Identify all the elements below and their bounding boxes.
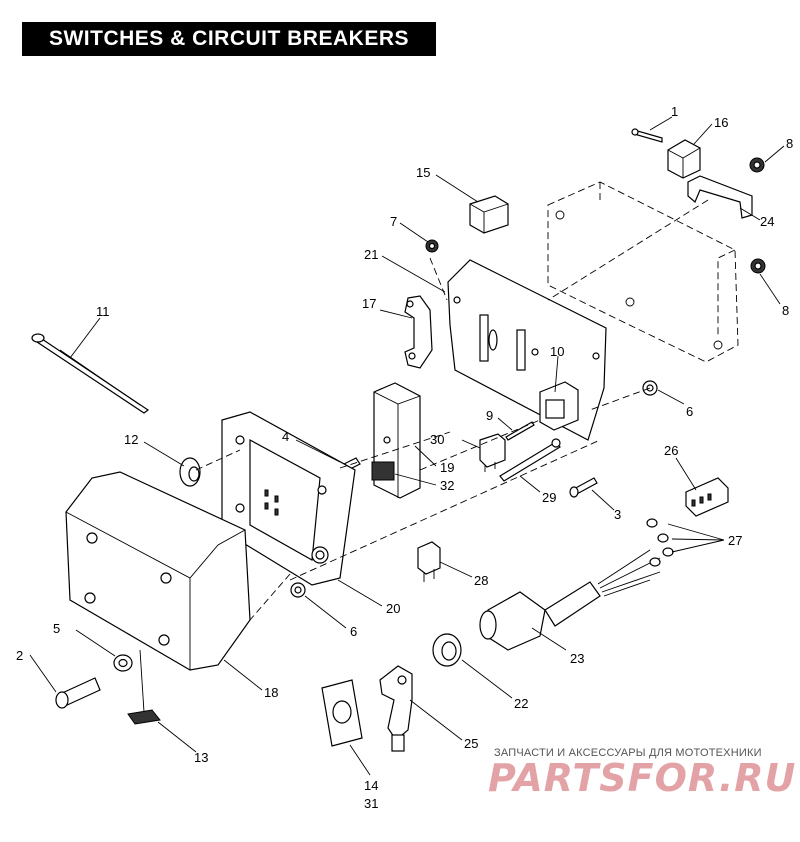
cover-18: [65, 471, 251, 671]
nut-6-bottom: [290, 582, 306, 598]
callout-28: 28: [474, 573, 488, 588]
callout-23: 23: [570, 651, 584, 666]
nut-22: [432, 633, 462, 667]
gasket-14: [321, 679, 363, 747]
bracket-17: [404, 295, 433, 369]
watermark-tagline: ЗАПЧАСТИ И АКСЕССУАРЫ ДЛЯ МОТОТЕХНИКИ: [494, 747, 762, 759]
callout-8-right: 8: [782, 303, 789, 318]
callout-13: 13: [194, 750, 208, 765]
watermark-logo: PARTSFOR.RU: [488, 756, 797, 800]
clip-16: [667, 139, 701, 179]
screw-2: [55, 677, 101, 709]
callout-29: 29: [542, 490, 556, 505]
callout-14: 14: [364, 778, 378, 793]
connector-26: [685, 477, 729, 517]
nut-8-right: [750, 258, 766, 274]
callout-9: 9: [486, 408, 493, 423]
page-title: SWITCHES & CIRCUIT BREAKERS: [22, 22, 436, 56]
callout-17: 17: [362, 296, 376, 311]
callout-27: 27: [728, 533, 742, 548]
callout-10: 10: [550, 344, 564, 359]
breaker-plate-20: [221, 411, 356, 586]
callout-8-top: 8: [786, 136, 793, 151]
callout-25: 25: [464, 736, 478, 751]
callout-2: 2: [16, 648, 23, 663]
callout-20: 20: [386, 601, 400, 616]
cable-tie-11: [31, 333, 150, 414]
washer-5: [113, 654, 133, 672]
connector-10: [539, 381, 579, 431]
callout-24: 24: [760, 214, 774, 229]
stud-29: [499, 438, 561, 482]
callout-16: 16: [714, 115, 728, 130]
screw-1: [631, 128, 663, 143]
callout-6-bottom: 6: [350, 624, 357, 639]
terminal-25: [379, 665, 413, 752]
callout-19: 19: [440, 460, 454, 475]
callout-11: 11: [96, 304, 110, 319]
bracket-24: [687, 175, 753, 219]
callout-26: 26: [664, 443, 678, 458]
callout-22: 22: [514, 696, 528, 711]
callout-15: 15: [416, 165, 430, 180]
callout-1: 1: [671, 104, 678, 119]
callout-21: 21: [364, 247, 378, 262]
fuse-28: [417, 541, 441, 582]
label-13: [127, 709, 161, 725]
mounting-plate: [447, 259, 607, 441]
relay-15: [469, 195, 509, 234]
screw-3: [569, 477, 598, 498]
terminals-27: [646, 518, 674, 567]
callout-3: 3: [614, 507, 621, 522]
callout-6-top: 6: [686, 404, 693, 419]
callout-32: 32: [440, 478, 454, 493]
pin-9: [505, 421, 535, 441]
nut-8-top: [749, 157, 765, 173]
callout-12: 12: [124, 432, 138, 447]
callout-18: 18: [264, 685, 278, 700]
callout-30: 30: [430, 432, 444, 447]
grommet-12: [179, 457, 201, 487]
callout-31: 31: [364, 796, 378, 811]
callout-7: 7: [390, 214, 397, 229]
callout-4: 4: [282, 429, 289, 444]
mounting-tray: [547, 181, 739, 363]
module-19: [371, 382, 421, 499]
switch-23: [479, 549, 661, 651]
nut-7: [425, 239, 439, 253]
callout-5: 5: [53, 621, 60, 636]
